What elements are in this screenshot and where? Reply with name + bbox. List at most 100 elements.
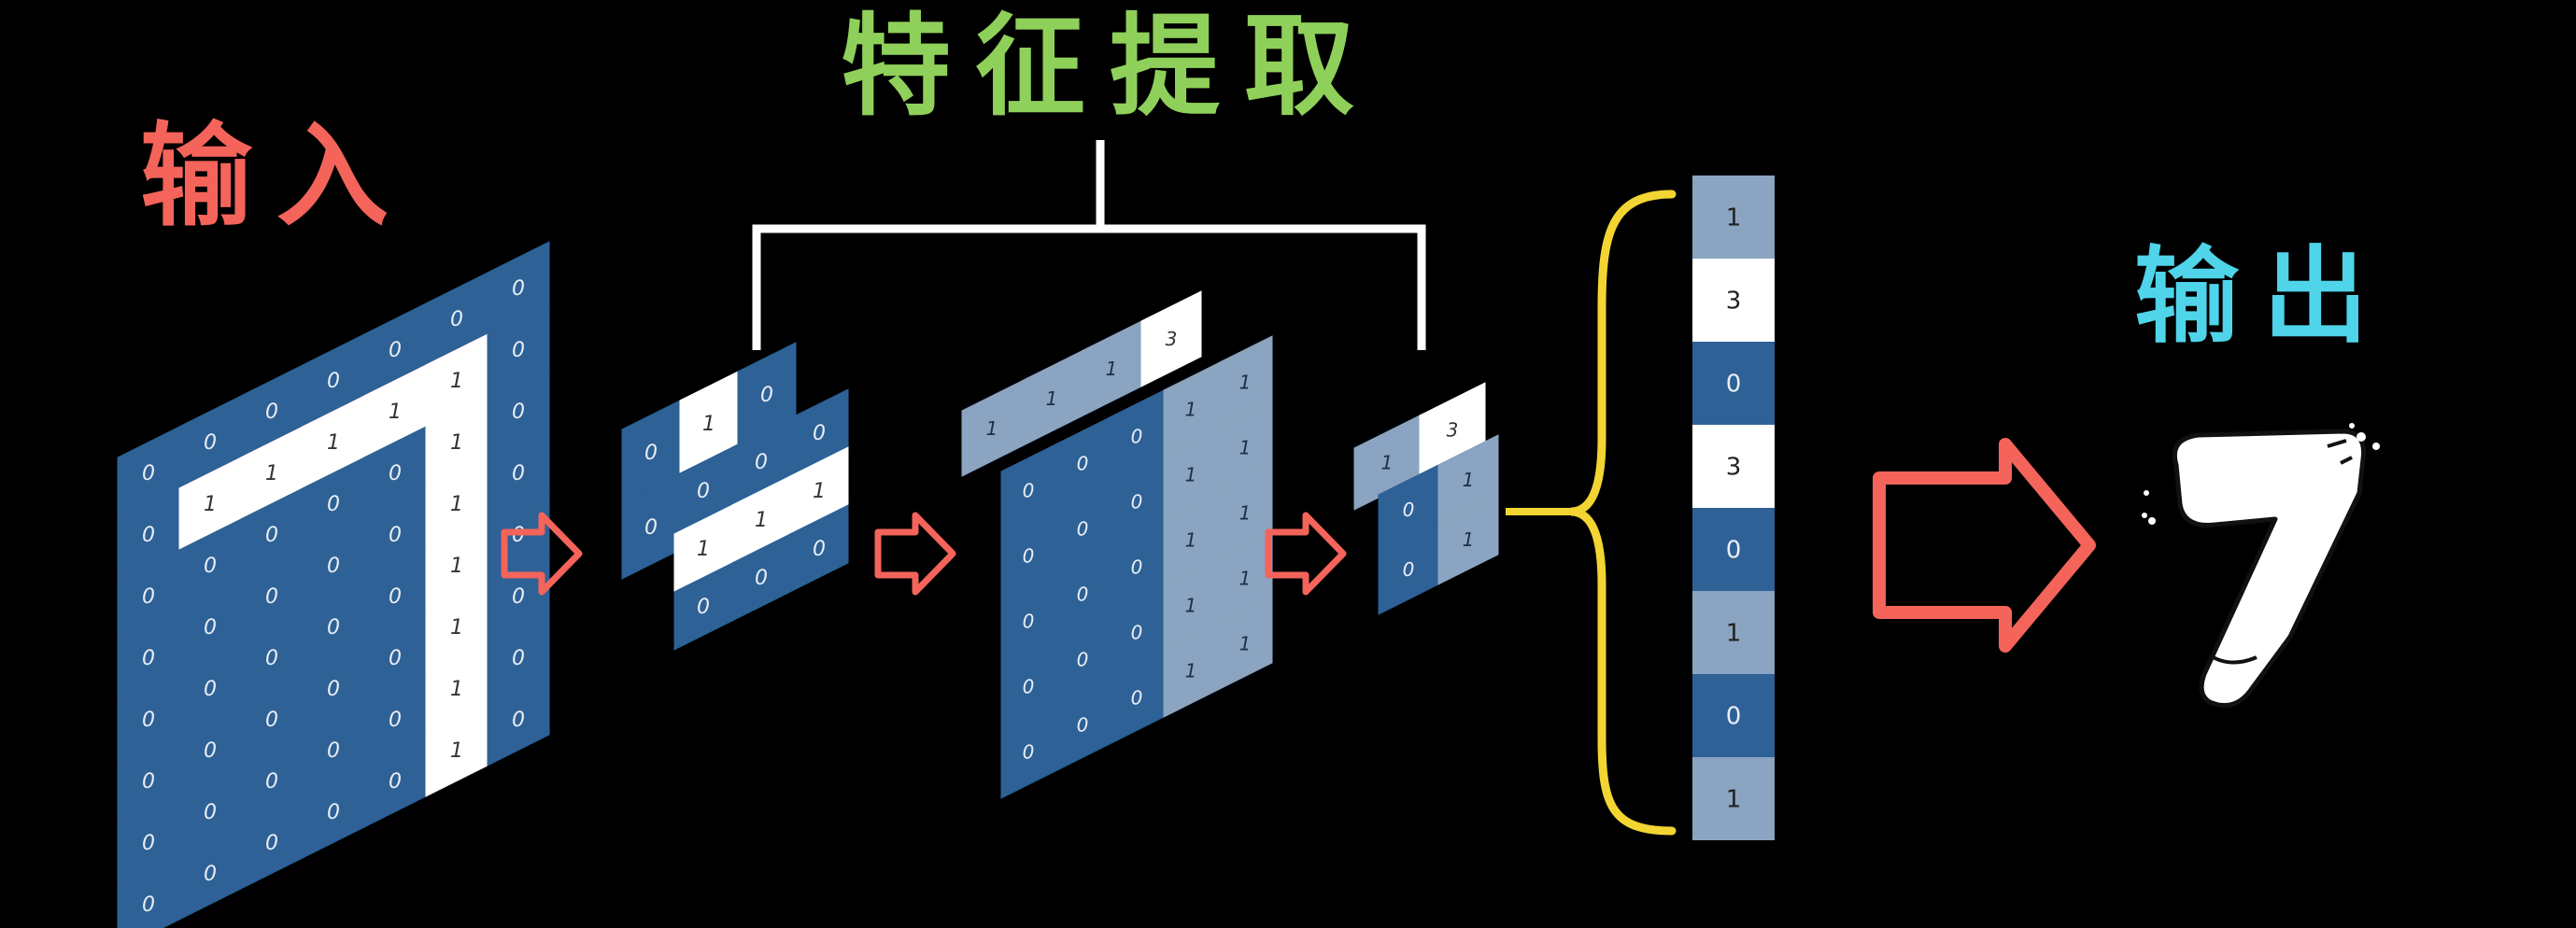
arrow-icon [874, 512, 956, 596]
cell-value: 0 [755, 567, 768, 590]
cell-value: 0 [1403, 499, 1415, 521]
cell-value: 0 [512, 277, 525, 301]
cell-value: 0 [142, 893, 155, 917]
cell-value: 0 [142, 709, 155, 732]
cell-value: 1 [1185, 464, 1197, 486]
cell-value: 0 [142, 832, 155, 855]
digit-seven-icon [2142, 423, 2380, 708]
cell-value: 0 [142, 462, 155, 485]
cell-value: 0 [1077, 453, 1089, 475]
cell-value: 0 [1077, 649, 1089, 671]
vector-value: 1 [1726, 620, 1742, 648]
vector-value: 3 [1726, 288, 1742, 316]
cell-value: 1 [1381, 452, 1394, 474]
input-label: 输入 [140, 112, 413, 242]
input-grid: 0000000011111000000100000010000001000000… [117, 241, 550, 928]
cell-value: 1 [1239, 568, 1252, 590]
cell-value: 0 [1131, 426, 1143, 448]
cell-value: 0 [204, 863, 217, 886]
cell-value: 0 [142, 524, 155, 547]
cell-value: 1 [450, 555, 463, 578]
cell-value: 1 [450, 739, 463, 763]
arrow-icon [1265, 512, 1347, 596]
cell-value: 0 [512, 524, 525, 547]
cell-value: 0 [265, 770, 278, 794]
cell-value: 0 [1077, 714, 1089, 737]
cell-value: 0 [204, 678, 217, 701]
cell-value: 1 [1185, 399, 1197, 421]
cell-value: 0 [389, 709, 402, 732]
cell-value: 0 [1023, 545, 1035, 568]
cell-value: 0 [204, 616, 217, 640]
cell-value: 0 [327, 678, 340, 701]
vector-value: 0 [1726, 371, 1742, 399]
cell-value: 1 [1239, 437, 1252, 459]
cell-value: 0 [1023, 480, 1035, 502]
cell-value: 3 [1166, 328, 1178, 350]
cell-value: 0 [389, 339, 402, 362]
cell-value: 0 [389, 524, 402, 547]
feature-maps: 0 0 0 0 0 0 0 0 1 1 1 1 1 0 0 0 0 0 0 1 0 0 0 0 0 0 1 0 0 0 0 0 0 1 0 0 0 0 0 0… [117, 241, 1499, 928]
cell-value: 3 [1447, 419, 1459, 442]
vector-cell [1692, 591, 1775, 674]
cell-value: 0 [265, 401, 278, 424]
cell-value: 0 [327, 801, 340, 824]
vector-cell [1692, 425, 1775, 508]
vector-value: 3 [1726, 454, 1742, 482]
cell-value: 0 [644, 442, 658, 465]
cell-value: 0 [644, 516, 658, 540]
cell-value: 0 [512, 401, 525, 424]
vector-cell [1692, 259, 1775, 342]
cell-value: 1 [1463, 528, 1475, 551]
output-label: 输出 [2134, 236, 2392, 358]
cell-value: 0 [697, 480, 710, 503]
cell-value: 1 [1185, 529, 1197, 552]
cell-value: 1 [450, 493, 463, 516]
cell-value: 0 [512, 462, 525, 485]
vector-cell [1692, 674, 1775, 757]
grid-cell [1140, 290, 1202, 387]
cell-value: 0 [450, 308, 463, 331]
cell-value: 0 [265, 647, 278, 670]
cell-value: 0 [327, 555, 340, 578]
cell-value: 1 [702, 413, 715, 436]
vector-value: 0 [1726, 537, 1742, 565]
cell-value: 1 [1046, 387, 1058, 410]
cell-value: 0 [389, 462, 402, 485]
cell-value: 0 [265, 709, 278, 732]
cell-value: 0 [142, 770, 155, 794]
cell-value: 0 [813, 538, 826, 561]
cell-value: 0 [1023, 676, 1035, 698]
arrow-icon [501, 512, 583, 596]
cell-value: 1 [389, 401, 402, 424]
cell-value: 0 [265, 832, 278, 855]
cell-value: 0 [760, 384, 773, 407]
cell-value: 0 [204, 555, 217, 578]
feature-extraction-bracket [752, 140, 1426, 350]
cell-value: 0 [204, 739, 217, 763]
cell-value: 0 [142, 585, 155, 609]
cell-value: 0 [1131, 491, 1143, 513]
grid-cell [1437, 494, 1499, 585]
cell-value: 1 [450, 431, 463, 455]
cell-value: 1 [1239, 502, 1252, 525]
cell-value: 0 [813, 422, 826, 445]
cell-value: 1 [697, 538, 710, 561]
cell-value: 1 [1239, 372, 1252, 394]
feature-map-stage2-back: 1 1 1 3 [961, 290, 1202, 477]
cell-value: 1 [1463, 469, 1475, 491]
cell-value: 0 [1023, 611, 1035, 633]
big-arrow-icon [1873, 438, 2096, 653]
cell-value: 0 [265, 524, 278, 547]
cell-value: 0 [512, 647, 525, 670]
cell-value: 0 [389, 770, 402, 794]
cell-value: 0 [327, 370, 340, 393]
cell-value: 0 [1131, 622, 1143, 644]
cell-value: 1 [1106, 358, 1118, 380]
grid-cell [487, 672, 550, 766]
cell-value: 1 [1239, 633, 1252, 655]
cell-value: 1 [204, 493, 217, 516]
